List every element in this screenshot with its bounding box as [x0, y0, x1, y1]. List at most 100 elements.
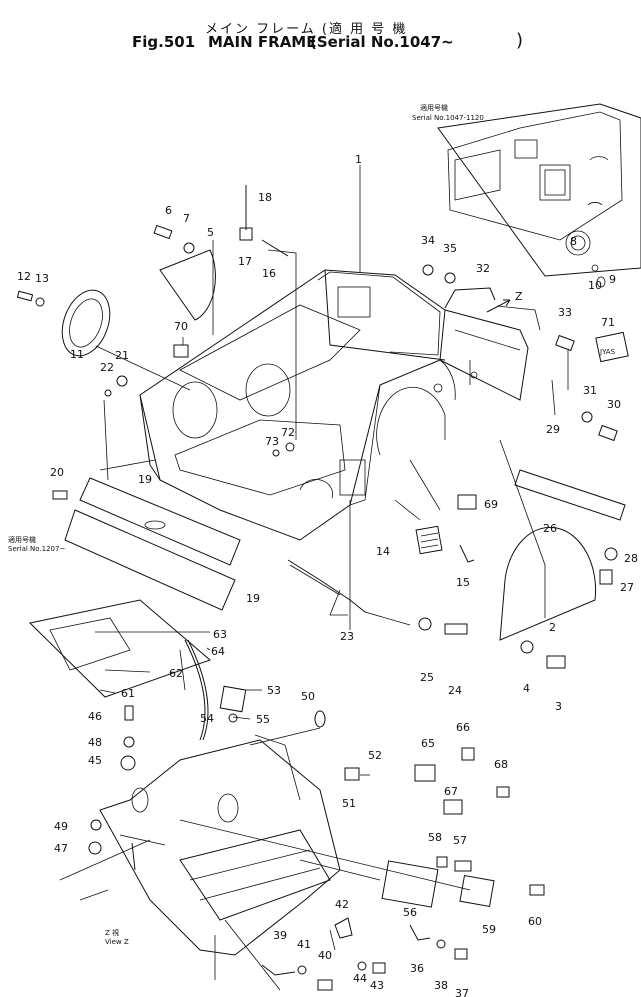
part-label: 16 [262, 267, 276, 280]
part-label: 37 [455, 987, 469, 997]
part-label: 39 [273, 929, 287, 942]
part-label: 6 [165, 204, 172, 217]
inset-note-serial: Serial No.1047-1120 [412, 114, 484, 122]
part-label: 57 [453, 834, 467, 847]
serial-range: (Serial No.1047~ [310, 33, 454, 51]
part-label: 72 [281, 426, 295, 439]
part-label: 7 [183, 212, 190, 225]
part-label: 19 [246, 592, 260, 605]
part-label: 63 [213, 628, 227, 641]
part-label: 61 [121, 687, 135, 700]
part-label: 13 [35, 272, 49, 285]
detail-plate [28, 599, 211, 741]
part-label: 11 [70, 348, 84, 361]
part-label: 5 [207, 226, 214, 239]
fasteners [16, 185, 618, 669]
part-15-clip [459, 544, 475, 563]
serial-bracket-close: ) [516, 30, 524, 51]
part-label: 65 [421, 737, 435, 750]
small-parts-lower [88, 685, 545, 991]
part-label: 41 [297, 938, 311, 951]
part-label: 68 [494, 758, 508, 771]
part-11-round-cover [61, 289, 111, 357]
part-label: 71 [601, 316, 615, 329]
part-26-bracket [514, 469, 626, 521]
plate-text: JYAS [599, 348, 616, 356]
part-label: 73 [265, 435, 279, 448]
figure-number: Fig.501 [132, 33, 196, 51]
view-z-arrow: Z [486, 290, 523, 313]
part-label: 67 [444, 785, 458, 798]
part-label: 17 [238, 255, 252, 268]
title-japanese: メイン フレーム (適 用 号 機 [205, 22, 408, 37]
part-label: 58 [428, 831, 442, 844]
part-label: 27 [620, 581, 634, 594]
leader-lines [79, 165, 569, 991]
part-label: 44 [353, 972, 367, 985]
part-label: 2 [549, 621, 556, 634]
part-label: 53 [267, 684, 281, 697]
part-label: 50 [301, 690, 315, 703]
part-label: 46 [88, 710, 102, 723]
part-label: 69 [484, 498, 498, 511]
part-label: 25 [420, 671, 434, 684]
part-70-plate [173, 344, 189, 358]
part-label: 31 [583, 384, 597, 397]
part-label: 29 [546, 423, 560, 436]
title-block: メイン フレーム (適 用 号 機 Fig.501 MAIN FRAME (Se… [0, 0, 641, 60]
part-32-pipe [444, 287, 496, 309]
mid-note-serial: Serial No.1207~ [8, 545, 65, 553]
part-label: 21 [115, 349, 129, 362]
part-label: 18 [258, 191, 272, 204]
part-label: 23 [340, 630, 354, 643]
part-labels: 1 2 3 4 5 6 7 8 9 10 11 12 13 14 15 16 1… [17, 153, 638, 997]
part-label: 59 [482, 923, 496, 936]
part-label: 45 [88, 754, 102, 767]
part-23-rail [287, 559, 366, 613]
part-label: 51 [342, 797, 356, 810]
inset-note-jp: 適用号機 [420, 103, 448, 112]
part-label: 24 [448, 684, 462, 697]
part-label: 4 [523, 682, 530, 695]
part-label: 70 [174, 320, 188, 333]
part-label: 30 [607, 398, 621, 411]
part-label: 38 [434, 979, 448, 992]
part-label: 9 [609, 273, 616, 286]
part-label: 15 [456, 576, 470, 589]
part-label: 10 [588, 279, 602, 292]
part-19-panel [64, 477, 241, 611]
part-label: 52 [368, 749, 382, 762]
lower-frame: Z 視 View Z [59, 734, 341, 980]
part-69-plate [457, 494, 477, 510]
part-2-semicircle-cover [499, 526, 597, 641]
part-label: 54 [200, 712, 214, 725]
part-label: 35 [443, 242, 457, 255]
part-label: 49 [54, 820, 68, 833]
view-note-en: View Z [105, 938, 129, 946]
part-label: 47 [54, 842, 68, 855]
part-label: 19 [138, 473, 152, 486]
part-label: 43 [370, 979, 384, 992]
view-note-jp: Z 視 [105, 928, 119, 937]
part-label: 40 [318, 949, 332, 962]
part-label: 55 [256, 713, 270, 726]
part-label: 3 [555, 700, 562, 713]
part-label: 64 [211, 645, 225, 658]
figure-title: MAIN FRAME [208, 33, 317, 51]
part-label: 22 [100, 361, 114, 374]
arrow-z-label: Z [515, 290, 523, 303]
part-label: 34 [421, 234, 435, 247]
part-14-grille [415, 525, 443, 555]
part-label: 28 [624, 552, 638, 565]
main-frame [139, 269, 529, 541]
part-label: 8 [570, 235, 577, 248]
part-label: 60 [528, 915, 542, 928]
part-5-semicircle-cover [159, 249, 216, 321]
mid-note-jp: 適用号機 [8, 535, 36, 544]
part-label: 20 [50, 466, 64, 479]
part-label: 26 [543, 522, 557, 535]
part-label: 32 [476, 262, 490, 275]
part-label: 56 [403, 906, 417, 919]
part-label: 12 [17, 270, 31, 283]
